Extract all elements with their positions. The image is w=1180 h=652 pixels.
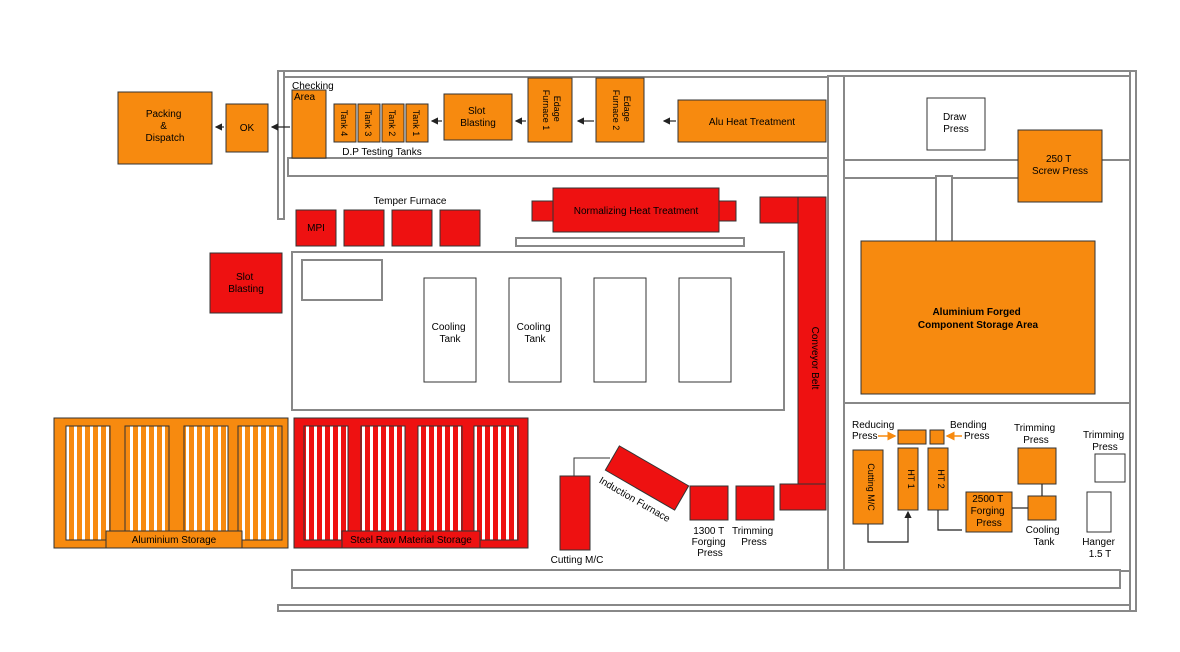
edage-furnace-1: Edage Furnace 1 [527,77,573,143]
slot-blasting-left-label: Slot Blasting [228,272,264,295]
screw-press-250t: 250 T Screw Press [1017,129,1103,203]
slot-blasting-left: Slot Blasting [209,252,283,314]
forging-press-2500t: 2500 T Forging Press [965,491,1013,533]
screw-press-label: 250 T Screw Press [1032,154,1088,177]
cutting-mc-main: Cutting M/C [551,475,604,566]
cutting-to-furnace-line [573,457,610,476]
steel-raw-material-storage: Steel Raw Material Storage [293,417,529,549]
checking-area-label: Checking Area [292,81,336,103]
cooling-tank-right-label: Cooling Tank [1026,525,1063,548]
trimming-press-right-1-label: Trimming Press [1014,423,1058,446]
tank-1 [405,103,429,143]
top-row-flow-arrows [214,117,676,131]
cutting-mc-right-label: Cutting M/C [866,463,876,511]
storage-room-block [301,259,383,301]
ht-1: HT 1 [897,447,919,511]
edage-furnace-2: Edage Furnace 2 [595,77,645,143]
cooling-tanks [423,277,732,383]
hanger-label: Hanger 1.5 T [1082,537,1118,560]
outer-bottom-wall [277,604,1137,612]
forging-press-2500-label: 2500 T Forging Press [971,494,1008,529]
temper-furnace-label: Temper Furnace [374,196,447,207]
left-wall-segment [277,70,285,220]
temper-furnace: Temper Furnace [343,196,481,247]
forging-press-1300-label: 1300 T Forging Press [692,526,729,559]
trimming-press-right-1: Trimming Press [1014,423,1058,485]
corridor-top-strip [287,157,829,177]
slot-blasting-top: Slot Blasting [443,93,513,141]
dp-testing-tanks: Tank 4 Tank 3 Tank 2 Tank 1 D.P Testing … [333,103,429,158]
bottom-corridor-strip [291,569,1121,589]
reducing-press: Reducing Press [852,420,927,445]
tank-3 [357,103,381,143]
cutting-mc-right: Cutting M/C [852,449,884,525]
cutting-mc-main-label: Cutting M/C [551,555,604,566]
bending-press: Bending Press [929,420,990,445]
trimming-press-main-label: Trimming Press [732,526,776,548]
ht-2-label: HT 2 [936,469,946,488]
packing-dispatch-label: Packing & Dispatch [146,109,185,144]
outer-right-wall [1129,70,1137,612]
dp-testing-tanks-label: D.P Testing Tanks [342,147,422,158]
conveyor-belt: Conveyor Belt [759,196,827,511]
forging-press-1300t: 1300 T Forging Press [689,485,729,559]
ht-1-label: HT 1 [906,469,916,488]
normalizing-heat-treatment: Normalizing Heat Treatment [531,187,737,233]
alu-heat-treatment-label: Alu Heat Treatment [709,117,795,128]
right-flow-connectors [867,484,1043,543]
corridor-main-divider [827,75,845,573]
packing-dispatch-station: Packing & Dispatch [117,91,213,165]
aluminium-storage: Aluminium Storage [53,417,289,549]
mpi-label: MPI [307,223,325,234]
cooling-tank-2-label: Cooling Tank [517,322,554,345]
right-connector-1 [935,175,953,243]
tank-4 [333,103,357,143]
right-top-room-divider [843,159,1021,179]
draw-press: Draw Press [926,97,986,151]
edage-furnace-1-label: Edage Furnace 1 [541,90,562,131]
trimming-press-main: Trimming Press [732,485,776,548]
tank-2 [381,103,405,143]
trimming-press-right-2-label: Trimming Press [1083,430,1127,453]
ht-2: HT 2 [927,447,949,511]
ok-label: OK [240,123,255,134]
cooling-tank-4 [678,277,732,383]
aluminium-forged-storage-area: Aluminium Forged Component Storage Area [860,240,1096,395]
conveyor-belt-label: Conveyor Belt [809,327,820,390]
draw-press-label: Draw Press [943,112,969,135]
bending-press-label: Bending Press [950,420,990,442]
aluminium-storage-label: Aluminium Storage [132,535,217,546]
cooling-tank-1 [423,277,477,383]
tank-4-label: Tank 4 [339,110,349,137]
ok-station: OK [225,103,269,153]
tank-3-label: Tank 3 [363,110,373,137]
induction-furnace: Induction Furnace [597,445,690,525]
mpi-station: MPI [295,209,337,247]
trimming-press-right-2: Trimming Press [1083,430,1127,483]
cooling-tank-2 [508,277,562,383]
normalizing-label: Normalizing Heat Treatment [574,206,699,217]
tank-2-label: Tank 2 [387,110,397,137]
checking-area: Checking Area [291,81,336,159]
edage-furnace-2-label: Edage Furnace 2 [611,90,632,131]
steel-storage-label: Steel Raw Material Storage [350,535,472,546]
hanger: Hanger 1.5 T [1082,491,1118,560]
alu-heat-treatment: Alu Heat Treatment [677,99,827,143]
reducing-press-label: Reducing Press [852,420,897,442]
cooling-tank-3 [593,277,647,383]
tank-1-label: Tank 1 [411,110,421,137]
aluminium-forged-storage-label: Aluminium Forged Component Storage Area [918,307,1039,331]
normalizing-rail [515,237,745,247]
slot-blasting-top-label: Slot Blasting [460,106,496,129]
cooling-tank-1-label: Cooling Tank [432,322,469,345]
